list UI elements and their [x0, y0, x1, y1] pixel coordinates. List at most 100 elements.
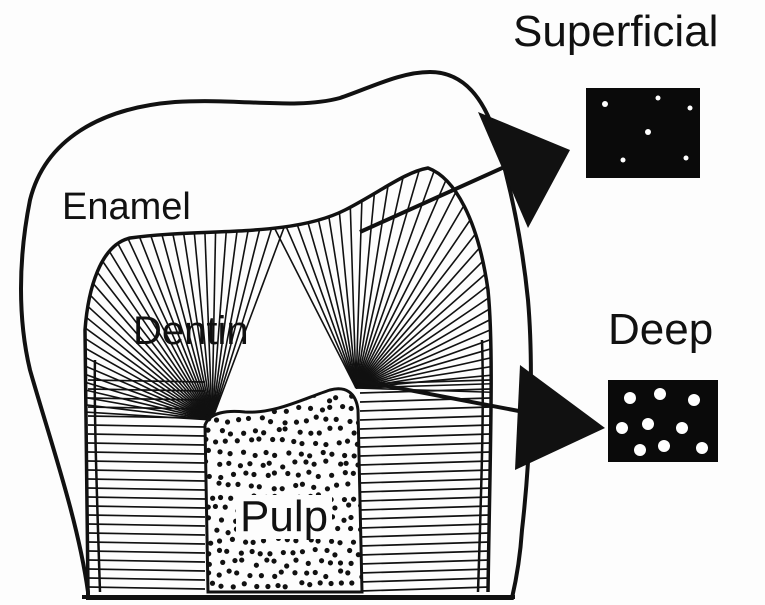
- pulp-dot: [317, 430, 322, 435]
- pulp-dot: [332, 505, 337, 510]
- pulp-dot: [348, 526, 353, 531]
- pulp-dot: [329, 539, 334, 544]
- pulp-dot: [335, 526, 340, 531]
- pulp-dot: [282, 426, 287, 431]
- pulp-dot: [337, 540, 342, 545]
- pulp-dot: [206, 448, 211, 453]
- pulp-dot: [213, 504, 218, 509]
- pulp-dot: [293, 558, 298, 563]
- pulp-dot: [207, 474, 212, 479]
- pulp-dot: [217, 538, 222, 543]
- pulp-dot: [307, 582, 312, 587]
- pulp-dot: [280, 437, 285, 442]
- pulp-dot: [279, 569, 284, 574]
- pulp-dot: [253, 428, 258, 433]
- pulp-dot: [313, 570, 318, 575]
- pulp-dot: [327, 426, 332, 431]
- pulp-dot: [293, 483, 298, 488]
- pulp-dot: [338, 560, 343, 565]
- pulp-dot: [292, 570, 297, 575]
- pulp-dot: [323, 459, 328, 464]
- pulp-dot: [282, 420, 287, 425]
- pulp-dot: [338, 426, 343, 431]
- pulp-dot: [235, 482, 240, 487]
- pulp-dot: [291, 439, 296, 444]
- pulp-dot: [265, 584, 270, 589]
- pulp-dot: [319, 558, 324, 563]
- pulp-dot: [334, 483, 339, 488]
- pulp-dot: [272, 574, 277, 579]
- superficial-pore: [688, 106, 693, 111]
- superficial-pore: [602, 101, 608, 107]
- pulp-dot: [333, 395, 338, 400]
- pulp-dot: [217, 449, 222, 454]
- pulp-dot: [234, 570, 239, 575]
- pulp-dot: [338, 461, 343, 466]
- dentin-label: Dentin: [133, 311, 249, 351]
- pulp-dot: [227, 451, 232, 456]
- pulp-dot: [251, 472, 256, 477]
- pulp-dot: [300, 549, 305, 554]
- pulp-dot: [280, 464, 285, 469]
- pulp-dot: [342, 497, 347, 502]
- pulp-dot: [214, 417, 219, 422]
- pulp-dot: [232, 558, 237, 563]
- pulp-dot: [268, 419, 273, 424]
- pulp-dot: [348, 561, 353, 566]
- pulp-dot: [216, 481, 221, 486]
- pulp-dot: [241, 431, 246, 436]
- pulp-dot: [272, 409, 277, 414]
- pulp-dot: [247, 573, 252, 578]
- pulp-dot: [320, 407, 325, 412]
- pulp-dot: [284, 563, 289, 568]
- pulp-dot: [254, 563, 259, 568]
- pulp-dot: [304, 418, 309, 423]
- pulp-dot: [356, 552, 361, 557]
- pulp-dot: [260, 415, 265, 420]
- pulp-dot: [323, 417, 328, 422]
- pulp-dot: [313, 441, 318, 446]
- pulp-dot: [257, 484, 262, 489]
- deep-pore: [676, 422, 688, 434]
- pulp-dot: [226, 482, 231, 487]
- pulp-dot: [261, 463, 266, 468]
- pulp-dot: [332, 552, 337, 557]
- pulp-dot: [228, 496, 233, 501]
- pulp-dot: [324, 548, 329, 553]
- pulp-dot: [218, 475, 223, 480]
- pulp-dot: [329, 452, 334, 457]
- pulp-dot: [256, 436, 261, 441]
- pulp-dot: [223, 439, 228, 444]
- pulp-dot: [223, 505, 228, 510]
- pulp-dot: [296, 472, 301, 477]
- pulp-dot: [249, 483, 254, 488]
- pulp-dot: [254, 584, 259, 589]
- superficial-sample-box: [586, 88, 700, 178]
- pulp-dot: [225, 419, 230, 424]
- deep-pore: [658, 440, 670, 452]
- pulp-dot: [352, 430, 357, 435]
- pulp-dot: [313, 547, 318, 552]
- pulp-dot: [352, 453, 357, 458]
- pulp-dot: [321, 450, 326, 455]
- pulp-dot: [303, 459, 308, 464]
- pulp-dot: [242, 581, 247, 586]
- pulp-dot: [258, 551, 263, 556]
- pulp-dot: [345, 570, 350, 575]
- pulp-dot: [285, 471, 290, 476]
- pulp-dot: [318, 580, 323, 585]
- pulp-dot: [325, 486, 330, 491]
- pulp-dot: [272, 486, 277, 491]
- pulp-dot: [230, 537, 235, 542]
- pulp-dot: [238, 463, 243, 468]
- pulp-dot: [296, 405, 301, 410]
- pulp-dot: [272, 470, 277, 475]
- pulp-dot: [344, 461, 349, 466]
- pulp-dot: [272, 453, 277, 458]
- pulp-dot: [218, 495, 223, 500]
- pulp-dot: [235, 438, 240, 443]
- pulp-dot: [275, 583, 280, 588]
- pulp-dot: [338, 568, 343, 573]
